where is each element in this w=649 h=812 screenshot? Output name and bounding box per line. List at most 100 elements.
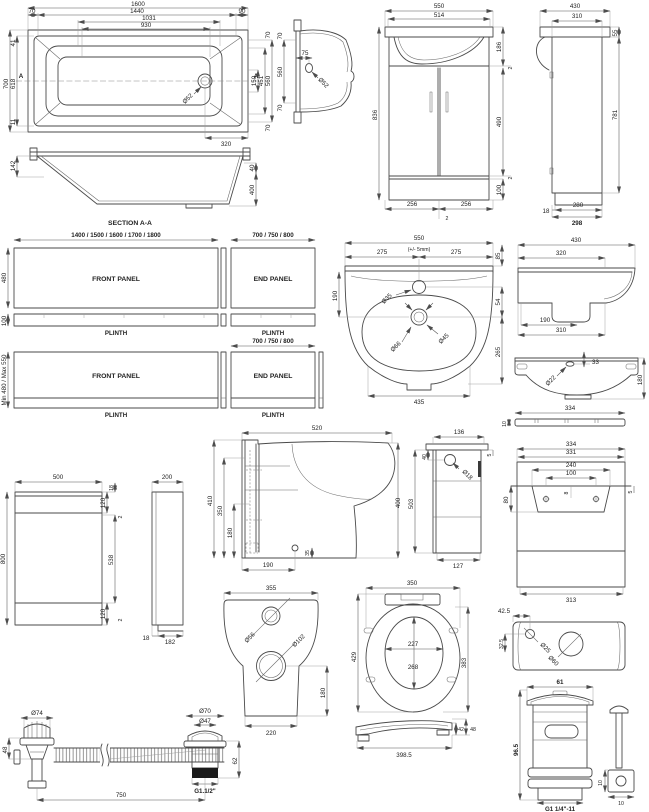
vanity-front-linework [384,26,494,201]
dim-vanity-256l: 256 [407,201,418,208]
cistern-side-hole-diameter: Ø18 [460,468,474,482]
dim-basin-54: 54 [495,298,502,305]
dim-wc-2b: 2 [118,618,124,621]
bath-end-linework [293,19,355,124]
dim-sprofile-48: 48 [470,727,476,733]
basin-section-linework [514,357,639,400]
cistern-side-dimensions [413,435,494,562]
dim-wcside-18: 18 [143,635,150,642]
bath-waste-thread: G1.1/2" [194,788,216,795]
dim-sprofile-42: 42 [458,727,464,733]
dim-cplan-5: 5 [628,490,634,493]
dim-bwaste-750: 750 [116,792,127,799]
dim-end-panel-sizes: 700 / 750 / 800 [252,232,294,239]
vanity-side-dimensions [539,9,621,219]
bath-end-section-view: 75 Ø52 70 560 70 [277,19,355,124]
dim-trear-355: 355 [266,585,277,592]
bath-section-dimensions [15,155,258,207]
cistern-lid-linework [514,418,626,427]
bath-waste-dimensions [7,714,241,802]
vanity-front-view: 550 514 836 186 2 490 2 100 256 256 2 [372,3,514,222]
cistern-front-view: 42.5 32.5 Ø25 Ø60 [498,608,626,671]
bath-waste-view: Ø74 48 Ø70 Ø47 62 750 G1.1/2" [2,708,241,802]
dim-wc-18: 18 [109,485,115,491]
dim-wcside-182: 182 [165,639,176,646]
dim-vanity-2b: 2 [508,176,514,179]
dim-cplan-100: 100 [566,470,577,477]
dim-bsec-180: 180 [637,374,644,385]
dim-bside-320: 320 [556,250,567,257]
dim-seat-227: 227 [408,641,419,648]
dim-cside-503: 503 [408,498,415,509]
bath-plan-linework [16,29,262,138]
wc-unit-view: 500 800 18 120 2 538 120 2 200 18 182 [0,474,184,646]
wc-unit-dimensions [5,480,184,638]
basin-section-tap-diameter: Ø22 [544,374,558,388]
dim-cplan-334: 334 [566,441,577,448]
dim-basin-550: 550 [414,235,425,242]
dim-bath-inner-length: 1440 [130,8,144,15]
end-panel-label-2: END PANEL [254,373,293,380]
basin-waste-diameter-66: Ø66 [389,340,403,354]
basin-waste-linework [526,690,635,801]
bath-overflow-diameter: Ø74 [31,710,43,717]
dim-tside-190: 190 [263,562,274,569]
dim-bwaste-62: 62 [232,757,239,764]
dim-seat-268: 268 [408,664,419,671]
basin-side-view: 430 320 190 310 [517,237,636,337]
dim-bath-length: 1600 [131,1,145,8]
dim-basin-85: 85 [495,252,502,259]
toilet-rear-view: 355 Ø56 Ø102 180 220 [223,585,329,737]
dim-section-40: 40 [249,164,256,171]
section-caption: SECTION A-A [108,220,152,227]
basin-plan-linework [344,259,494,391]
dim-basin-435: 435 [414,399,425,406]
dim-tside-350: 350 [217,505,224,516]
dim-front-panel-sizes: 1400 / 1500 / 1600 / 1700 / 1800 [71,232,161,239]
seat-plan-dimensions [356,586,470,713]
front-panel-label-2: FRONT PANEL [92,373,140,380]
dim-vanity-256r: 256 [461,201,472,208]
dim-wc-120t: 120 [100,497,107,508]
dim-bside-430: 430 [571,237,582,244]
dim-vside-280: 280 [573,202,584,209]
toilet-side-linework [241,439,396,559]
dim-cplan-331: 331 [566,449,577,456]
basin-section-dimensions [556,351,646,400]
cistern-plan-linework [510,461,632,588]
dim-lid-334: 334 [565,405,576,412]
cistern-plan-view: 334 331 240 100 8 80 5 313 [503,441,635,604]
dim-end-panel-sizes-2: 700 / 750 / 800 [252,338,294,345]
dim-end-70t: 70 [277,32,284,39]
bath-drain-diameter: Ø52 [181,92,195,106]
toilet-side-dimensions [212,431,400,572]
toilet-rear-hole-102: Ø102 [291,633,307,649]
dim-bath-width: 700 [3,78,10,89]
dim-cside-127: 127 [453,563,464,570]
dim-bath-right-70b: 70 [265,124,272,131]
dim-seat-383: 383 [461,657,468,668]
cistern-plan-dimensions [509,447,635,596]
dim-bath-inner-width: 618 [10,78,17,89]
end-panel-label: END PANEL [254,276,293,283]
seat-plan-linework [363,593,461,713]
basin-plan-dimensions [337,241,504,398]
panels-dimensions [6,238,316,409]
dim-basin-265: 265 [495,346,502,357]
dim-vside-430: 430 [570,3,581,10]
bath-plan-view: 1600 70 1440 90 1031 930 41 700 618 11 A… [3,1,274,148]
basin-waste-dimensions [518,685,635,805]
dim-bwaste-48: 48 [2,746,9,753]
basin-side-linework [517,267,636,323]
toilet-side-view: 520 410 350 180 400 35 190 [207,425,402,572]
front-panel-label: FRONT PANEL [92,276,140,283]
dim-wc-800: 800 [0,553,7,564]
cistern-front-dimensions [503,614,531,653]
dim-basin-190: 190 [332,290,339,301]
panels-view: 1400 / 1500 / 1600 / 1700 / 1800 700 / 7… [1,232,324,419]
dim-vanity-2c: 2 [446,216,449,222]
dim-vanity-2a: 2 [508,66,514,69]
bath-section-linework [29,147,251,209]
plinth-label-3: PLINTH [105,412,128,419]
